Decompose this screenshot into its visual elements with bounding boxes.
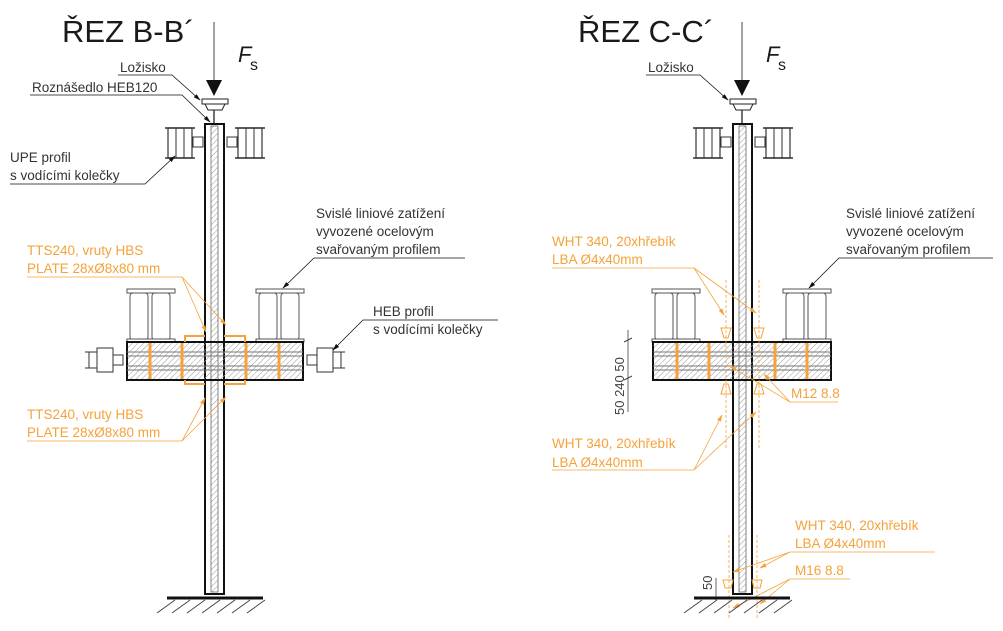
label-load-line2-b: vyvozené ocelovým bbox=[316, 224, 434, 239]
load-profile-right-c bbox=[782, 288, 832, 343]
label-bot-conn-line1-b: TTS240, vruty HBS bbox=[27, 407, 143, 422]
label-spreader-b: Roznášedlo HEB120 bbox=[32, 80, 157, 95]
label-bearing-c: Ložisko bbox=[648, 60, 694, 75]
label-upe-line1-b: UPE profil bbox=[10, 150, 71, 165]
heb-guide-right-b bbox=[306, 347, 345, 373]
bearing-c bbox=[729, 98, 757, 124]
label-heb-line2-b: s vodícími kolečky bbox=[373, 322, 483, 337]
dimension-base-c: 50 bbox=[700, 576, 717, 600]
upe-guide-right-b bbox=[226, 127, 265, 159]
label-base-conn-line1-c: WHT 340, 20xhřebík bbox=[795, 518, 919, 533]
label-top-conn-line2-b: PLATE 28xØ8x80 mm bbox=[27, 261, 160, 276]
label-upe-line2-b: s vodícími kolečky bbox=[10, 168, 120, 183]
upe-guide-right-c bbox=[754, 127, 793, 159]
dim-beam-text-c: 50 240 50 bbox=[612, 357, 627, 415]
section-c-title: ŘEZ C-C´ bbox=[578, 14, 714, 49]
dim-base-text-c: 50 bbox=[700, 576, 715, 590]
ground-support-c bbox=[683, 596, 793, 614]
dimension-beam-c: 50 240 50 bbox=[612, 330, 633, 415]
label-base-bolt-c: M16 8.8 bbox=[795, 563, 844, 578]
base-connectors-c bbox=[722, 535, 763, 620]
heb-guide-left-b bbox=[85, 347, 124, 373]
load-profile-right-b bbox=[255, 288, 305, 343]
label-top-conn-line1-c: WHT 340, 20xhřebík bbox=[552, 234, 676, 249]
label-mid-bolt-c: M12 8.8 bbox=[791, 386, 840, 401]
section-c: ŘEZ C-C´ F s bbox=[552, 14, 993, 620]
force-subscript-c: s bbox=[778, 57, 786, 74]
upe-guide-left-c bbox=[693, 127, 732, 159]
section-b: ŘEZ B-B´ F s bbox=[10, 14, 498, 614]
label-top-conn-line2-c: LBA Ø4x40mm bbox=[552, 252, 643, 267]
label-bot-conn-line2-c: LBA Ø4x40mm bbox=[552, 455, 643, 470]
label-top-conn-line1-b: TTS240, vruty HBS bbox=[27, 243, 143, 258]
label-bot-conn-line2-b: PLATE 28xØ8x80 mm bbox=[27, 425, 160, 440]
load-profile-left-c bbox=[651, 288, 701, 343]
main-beam-c bbox=[652, 280, 832, 450]
label-load-line3-c: svařovaným profilem bbox=[846, 242, 971, 257]
force-label-c: F bbox=[766, 42, 781, 67]
force-subscript-b: s bbox=[250, 57, 258, 74]
label-bearing-b: Ložisko bbox=[120, 60, 166, 75]
main-beam-b bbox=[126, 335, 304, 385]
bearing-b bbox=[201, 98, 229, 124]
label-load-line3-b: svařovaným profilem bbox=[316, 242, 441, 257]
label-base-conn-line2-c: LBA Ø4x40mm bbox=[795, 536, 886, 551]
label-load-line2-c: vyvozené ocelovým bbox=[846, 224, 964, 239]
label-load-line1-b: Svislé liniové zatížení bbox=[316, 206, 445, 221]
label-bot-conn-line1-c: WHT 340, 20xhřebík bbox=[552, 436, 676, 451]
ground-support-b bbox=[156, 596, 266, 614]
section-b-title: ŘEZ B-B´ bbox=[62, 14, 195, 49]
load-profile-left-b bbox=[126, 288, 176, 343]
force-arrow-b: F s bbox=[206, 22, 258, 96]
force-arrow-c: F s bbox=[734, 22, 786, 96]
label-load-line1-c: Svislé liniové zatížení bbox=[846, 206, 975, 221]
label-heb-line1-b: HEB profil bbox=[373, 304, 434, 319]
upe-guide-left-b bbox=[165, 127, 204, 159]
force-label-b: F bbox=[238, 42, 253, 67]
